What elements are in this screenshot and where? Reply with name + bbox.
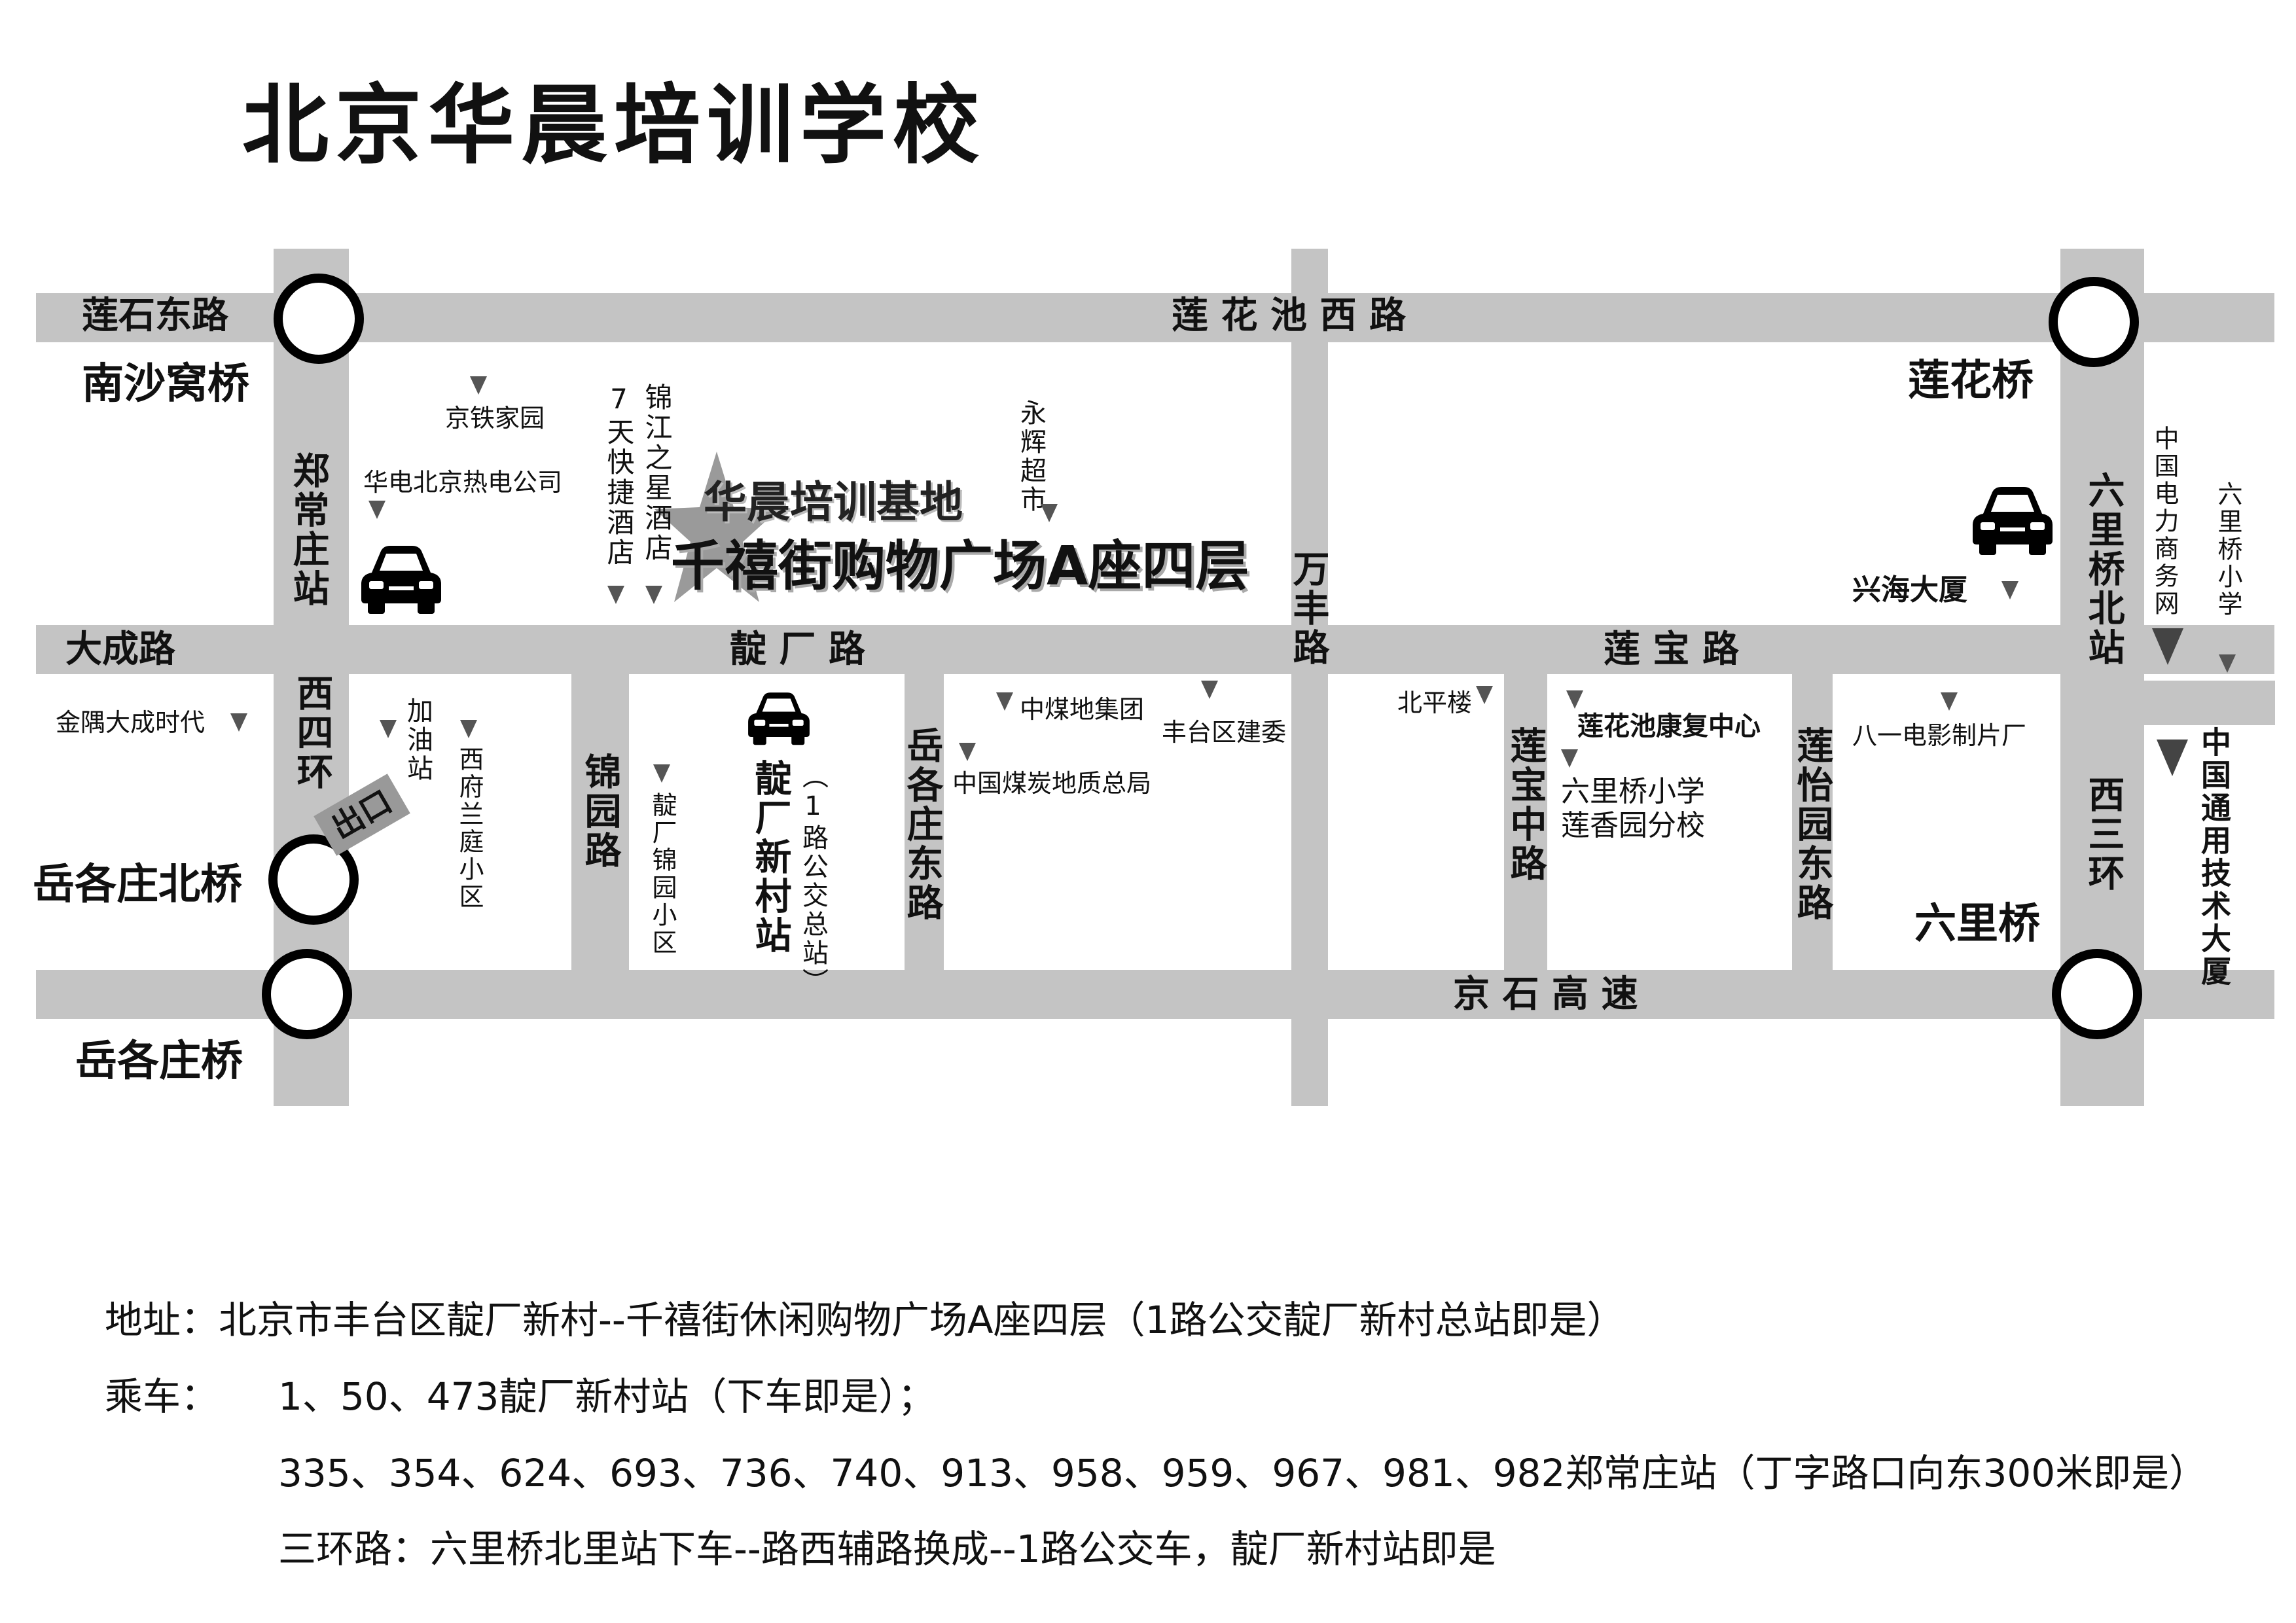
label-dingchang-road: 靛 厂 路 xyxy=(730,628,865,671)
label-dacheng-road: 大成路 xyxy=(65,628,175,671)
hq-address: 千禧街购物广场A座四层 xyxy=(671,535,1249,597)
road-wanfeng xyxy=(1291,249,1328,1106)
road-jinyuan xyxy=(571,674,629,970)
marker-icon xyxy=(645,586,662,604)
interchange-lianhua xyxy=(2049,277,2139,367)
place-jinjiang-hotel: 锦江之星酒店 xyxy=(641,383,673,563)
marker-icon xyxy=(996,692,1013,711)
place-dingchang-jinyuan: 靛厂锦园小区 xyxy=(648,792,677,957)
label-wanfeng-road: 万丰路 xyxy=(1287,550,1329,668)
car-icon xyxy=(748,692,810,745)
place-liuli-primary-east: 六里桥小学 xyxy=(2214,481,2242,618)
place-fengtai-construction: 丰台区建委 xyxy=(1162,718,1287,747)
interchange-nanshawo xyxy=(274,274,364,364)
label-liuliqiao-north-station: 六里桥北站 xyxy=(2082,471,2125,668)
car-icon xyxy=(361,546,441,614)
place-jingtie-jiayuan: 京铁家园 xyxy=(445,404,545,433)
road-jingshi-expressway xyxy=(36,970,2274,1019)
label-yuegezhuang-north-bridge: 岳各庄北桥 xyxy=(33,861,242,909)
label-dingchang-xincun-station: 靛厂新村站 xyxy=(749,759,791,955)
info-bus-line-1: 1、50、473靛厂新村站（下车即是）； xyxy=(278,1374,936,1419)
label-lianhua-bridge: 莲花桥 xyxy=(1908,357,2034,405)
marker-icon xyxy=(653,764,670,783)
hq-training-base: 华晨培训基地 xyxy=(704,477,963,527)
place-beiping-lou: 北平楼 xyxy=(1397,688,1473,717)
marker-icon xyxy=(1201,681,1218,699)
marker-icon xyxy=(2001,581,2018,599)
place-general-technology: 中国通用技术大厦 xyxy=(2197,726,2232,988)
marker-icon xyxy=(470,376,487,395)
place-china-electric-power: 中国电力商务网 xyxy=(2150,425,2179,618)
place-bayi-film-studio: 八一电影制片厂 xyxy=(1852,721,2027,750)
marker-icon xyxy=(380,720,397,738)
label-lianshi-east-road: 莲石东路 xyxy=(82,294,228,337)
marker-icon xyxy=(959,743,976,761)
info-bus-line-2: 335、354、624、693、736、740、913、958、959、967、… xyxy=(278,1451,2208,1495)
road-dacheng-dingchang-lianbao xyxy=(36,625,2274,674)
marker-icon xyxy=(1941,692,1958,711)
marker-icon xyxy=(230,713,247,732)
road-lianyiyuan-east xyxy=(1792,674,1833,970)
label-liuli-bridge: 六里桥 xyxy=(1914,900,2040,948)
label-west-3rd-ring: 西三环 xyxy=(2082,776,2125,893)
label-yuegezhuang-bridge: 岳各庄桥 xyxy=(75,1037,243,1086)
page-title: 北京华晨培训学校 xyxy=(242,75,986,176)
label-zhengchangzhuang-station: 郑常庄站 xyxy=(287,452,329,609)
place-xinghai-building: 兴海大厦 xyxy=(1852,573,1967,607)
label-lianbao-middle-road: 莲宝中路 xyxy=(1504,726,1547,883)
interchange-liuli xyxy=(2052,949,2142,1039)
marker-icon xyxy=(1566,690,1583,709)
place-liuli-primary: 六里桥小学 xyxy=(1561,775,1705,808)
place-coal-geology-bureau: 中国煤炭地质总局 xyxy=(952,769,1152,798)
marker-icon xyxy=(607,586,624,604)
star-icon xyxy=(655,452,779,602)
place-huadian-power: 华电北京热电公司 xyxy=(363,468,563,497)
place-seven-days-hotel: 7天快捷酒店 xyxy=(603,383,635,568)
car-icon xyxy=(1973,487,2053,555)
info-bus-line-3: 三环路：六里桥北里站下车--路西辅路换成--1路公交车，靛厂新村站即是 xyxy=(278,1527,1496,1571)
marker-icon xyxy=(368,501,386,519)
road-lianhuachi-west xyxy=(36,293,2274,342)
place-xifu-lanting: 西府兰庭小区 xyxy=(455,746,484,911)
place-lianxiangyuan-branch: 莲香园分校 xyxy=(1561,809,1705,842)
marker-icon xyxy=(1561,749,1578,768)
road-lianbao-middle xyxy=(1504,674,1547,970)
marker-icon xyxy=(2157,740,2188,776)
place-lianhuachi-rehab: 莲花池康复中心 xyxy=(1577,711,1761,741)
interchange-yuegezhuang xyxy=(262,949,352,1039)
place-jinyu-dacheng: 金隅大成时代 xyxy=(56,708,206,737)
marker-icon xyxy=(460,720,477,738)
marker-icon xyxy=(2152,628,2183,665)
label-lianhuachi-west-road: 莲 花 池 西 路 xyxy=(1172,294,1406,337)
label-lianbao-road: 莲 宝 路 xyxy=(1604,628,1739,671)
info-bus-label: 乘车： xyxy=(105,1374,219,1419)
marker-icon xyxy=(2219,654,2236,673)
place-zhongmei-group: 中煤地集团 xyxy=(1020,695,1145,724)
label-jingshi-expressway: 京 石 高 速 xyxy=(1453,973,1638,1016)
label-nanshawo-bridge: 南沙窝桥 xyxy=(82,360,249,408)
place-gas-station: 加油站 xyxy=(403,697,433,783)
info-address: 地址：北京市丰台区靛厂新村--千禧街休闲购物广场A座四层（1路公交靛厂新村总站即… xyxy=(105,1298,1625,1342)
label-lianyiyuan-east-road: 莲怡园东路 xyxy=(1791,726,1833,923)
road-west-3rd-ring-side xyxy=(2144,681,2275,725)
label-west-4th-ring: 西四环 xyxy=(291,674,333,792)
marker-icon xyxy=(1476,686,1493,704)
label-jinyuan-road: 锦园路 xyxy=(579,753,621,870)
road-yuegezhuang-east xyxy=(905,674,944,970)
place-yonghui-supermarket: 永辉超市 xyxy=(1016,399,1046,514)
marker-icon xyxy=(1041,504,1058,522)
label-bus-terminal: （1路公交总站） xyxy=(798,762,828,997)
label-yuegezhuang-east-road: 岳各庄东路 xyxy=(901,726,943,923)
